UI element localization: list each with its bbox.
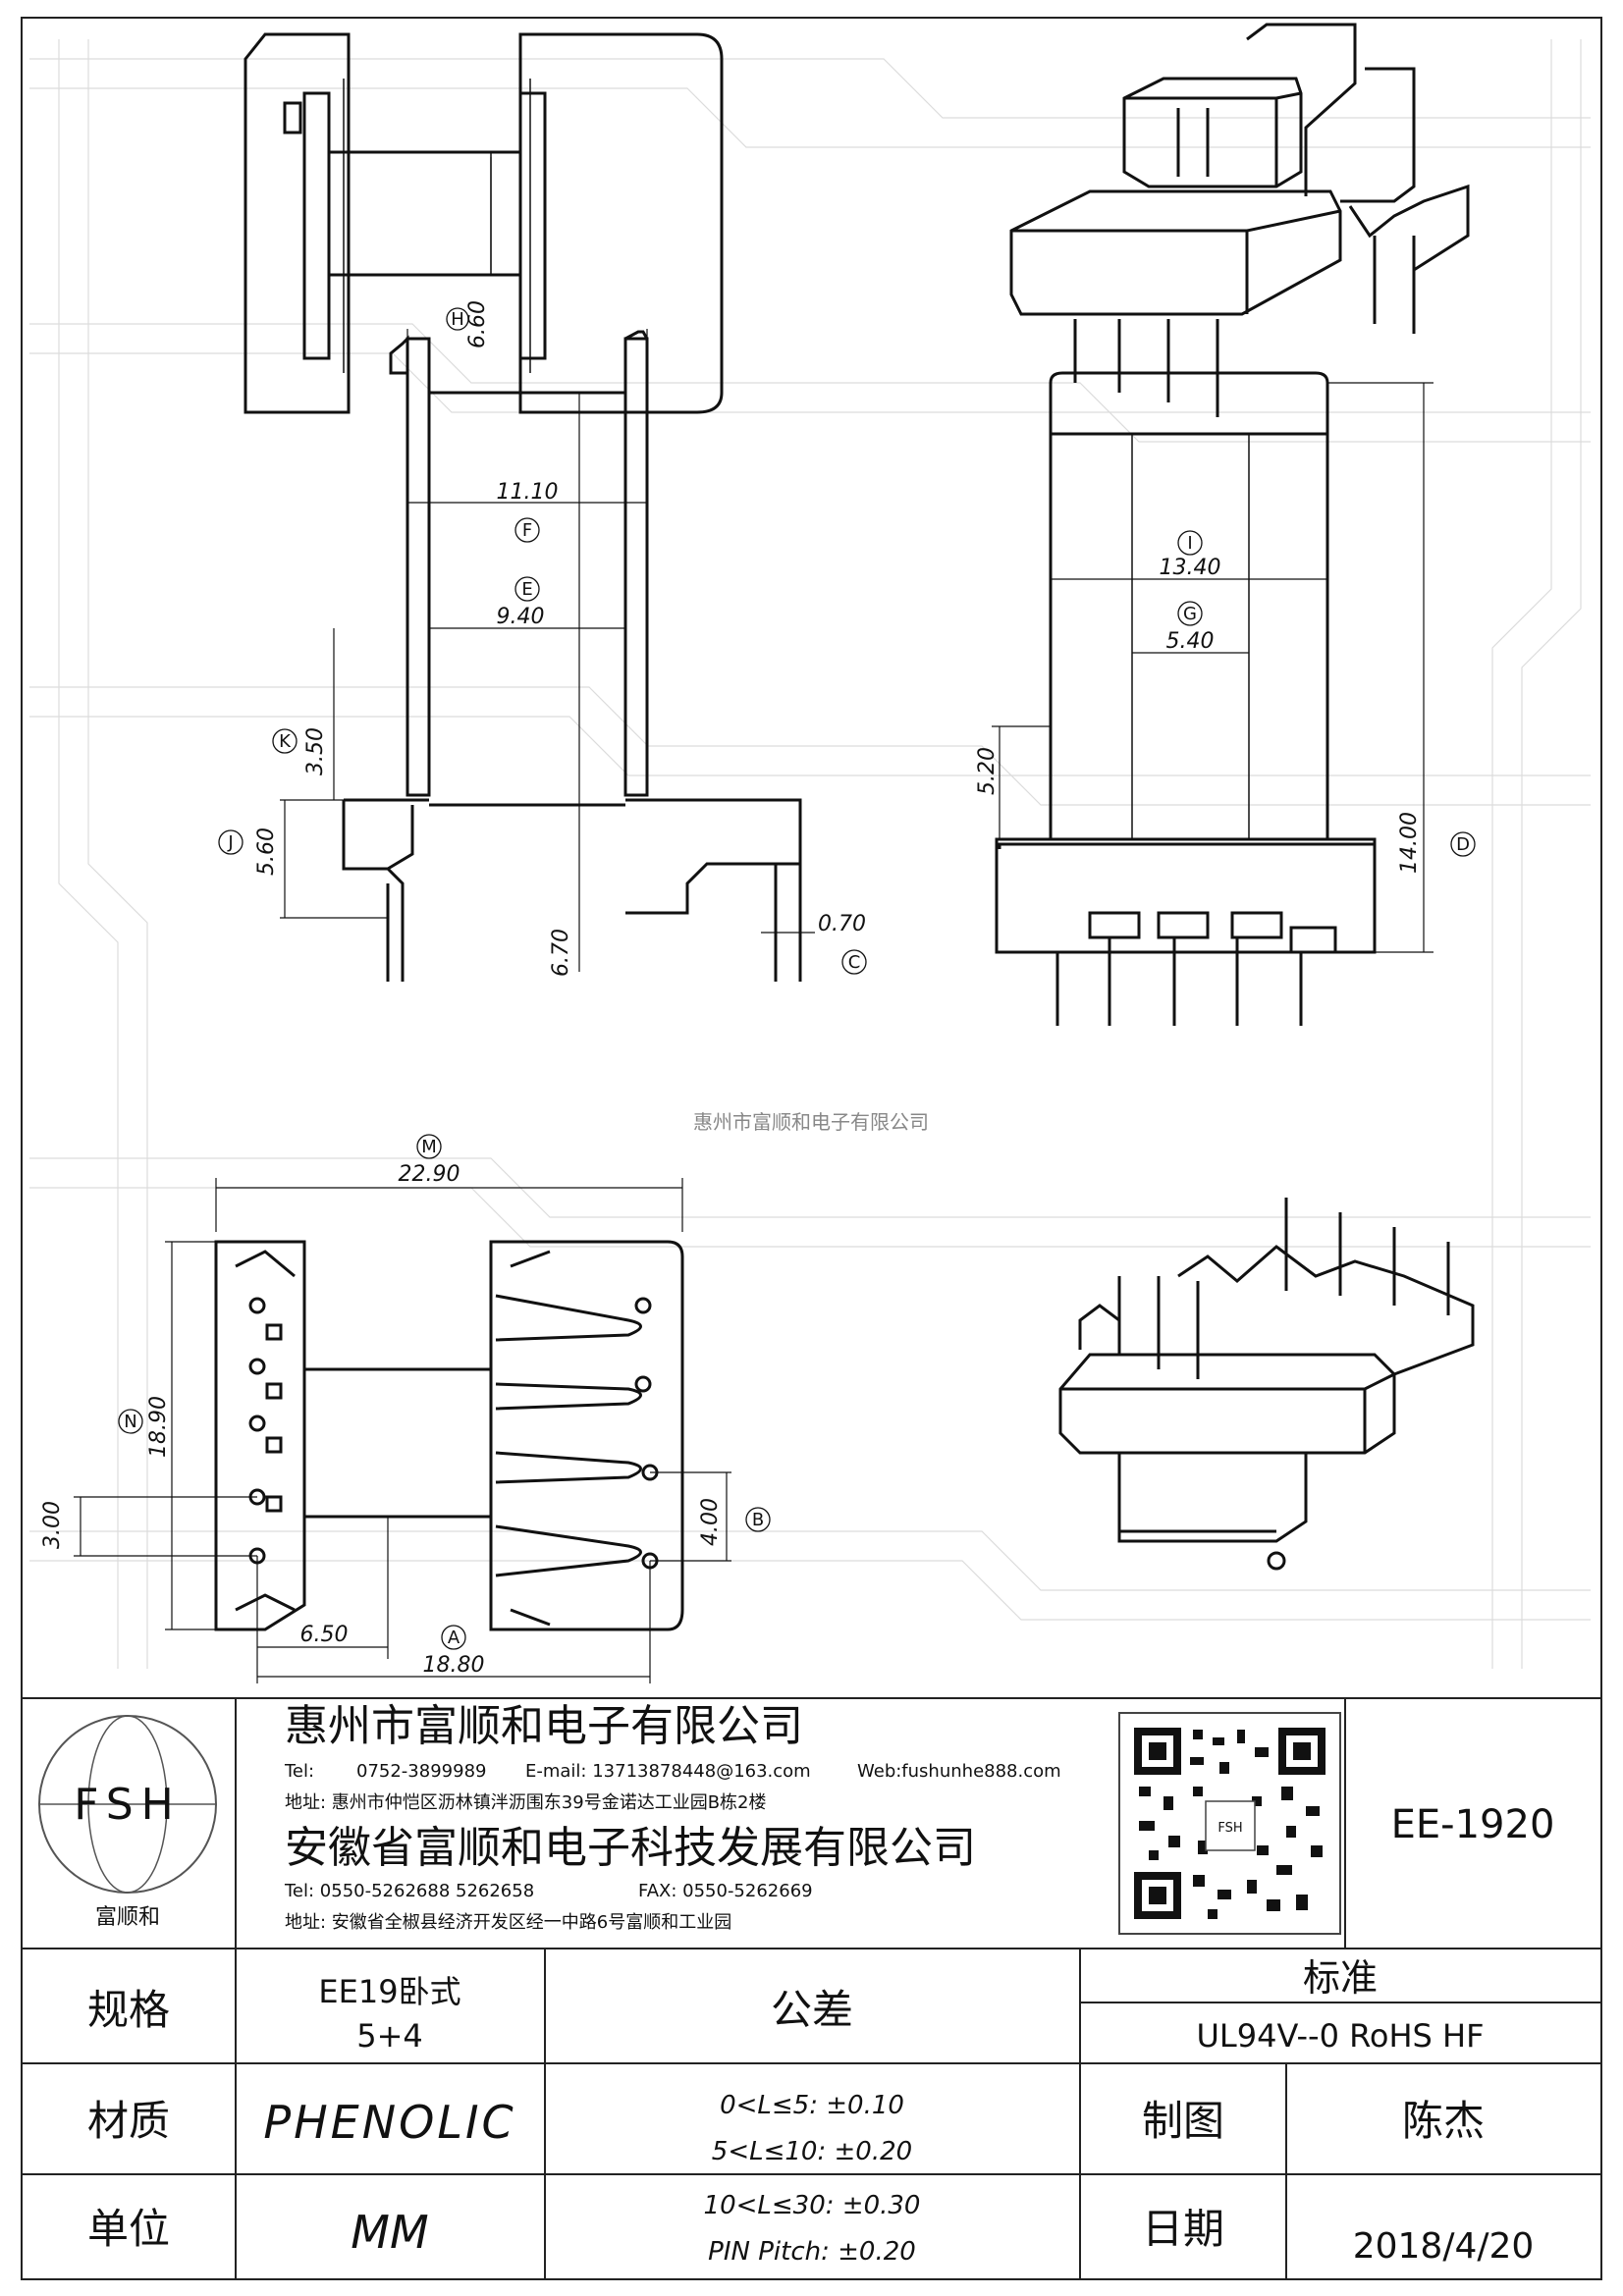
dim-I-letter: I [1187, 533, 1192, 554]
dimension-C: 0.70 C [818, 912, 867, 975]
company1-address: 地址: 惠州市仲恺区沥林镇泮沥围东39号金诺达工业园B栋2楼 [285, 1792, 767, 1813]
dim-N-value: 18.90 [146, 1396, 171, 1458]
background-trace-pattern [29, 39, 1591, 1669]
dim-300-value: 3.00 [40, 1501, 65, 1549]
dim-N-letter: N [124, 1412, 136, 1432]
company1-tel: 0752-3899989 [356, 1761, 486, 1782]
company1-name: 惠州市富顺和电子有限公司 [285, 1701, 803, 1751]
logo-caption: 富顺和 [95, 1905, 160, 1930]
dim-E-letter: E [521, 579, 532, 600]
spec-value-2: 5+4 [356, 2017, 423, 2055]
dim-E-value: 9.40 [497, 605, 545, 629]
dim-B-value: 4.00 [698, 1498, 723, 1546]
dim-J-value: 5.60 [254, 828, 279, 876]
sheet-border [21, 17, 1602, 2280]
dimension-N: N 18.90 [118, 1396, 171, 1458]
dimension-H: H 6.60 [446, 157, 492, 348]
part-number: EE-1920 [1391, 1802, 1555, 1847]
qr-center-logo: FSH [1217, 1821, 1242, 1836]
tolerance-4: PIN Pitch: ±0.20 [708, 2237, 916, 2267]
isometric-view-top [1009, 23, 1470, 417]
company1-web: Web:fushunhe888.com [857, 1761, 1061, 1782]
company2-fax: FAX: 0550-5262669 [638, 1881, 813, 1901]
dim-M-value: 22.90 [399, 1162, 460, 1187]
dim-A-value: 18.80 [423, 1653, 485, 1678]
bottom-dimensions [74, 1178, 731, 1683]
isometric-view-bottom [1058, 1198, 1475, 1571]
drawn-label: 制图 [1142, 2097, 1224, 2145]
center-watermark: 惠州市富顺和电子有限公司 [693, 1110, 929, 1134]
date-label: 日期 [1142, 2205, 1224, 2253]
dimension-J: J 5.60 [218, 828, 279, 876]
dim-C-value: 0.70 [818, 912, 866, 936]
date-value: 2018/4/20 [1353, 2226, 1535, 2267]
front-view [342, 330, 802, 982]
dim-H-letter: H [451, 309, 464, 330]
standard-value: UL94V--0 RoHS HF [1197, 2017, 1485, 2055]
spec-label: 规格 [87, 1986, 170, 2034]
title-block [21, 1697, 1602, 2280]
dim-M-letter: M [421, 1137, 437, 1157]
standard-label: 标准 [1303, 1956, 1378, 2000]
dimension-M: M 22.90 [399, 1134, 460, 1187]
dimension-K: K 3.50 [272, 727, 328, 775]
bottom-view [214, 1240, 684, 1659]
dim-670-value: 6.70 [549, 929, 573, 977]
dim-I-value: 13.40 [1160, 556, 1221, 580]
company1-email: E-mail: 13713878448@163.com [525, 1761, 811, 1782]
company2-tel: Tel: 0550-5262688 5262658 [284, 1881, 534, 1901]
dim-D-value: 14.00 [1397, 812, 1422, 874]
dimension-D: 14.00 D [1397, 812, 1476, 874]
dim-J-letter: J [227, 832, 233, 853]
dimension-A: A 18.80 [423, 1625, 485, 1678]
dim-G-letter: G [1183, 604, 1197, 624]
dim-520-value: 5.20 [975, 747, 1000, 795]
dim-650-value: 6.50 [300, 1623, 349, 1647]
company2-name: 安徽省富顺和电子科技发展有限公司 [285, 1823, 976, 1873]
tolerance-3: 10<L≤30: ±0.30 [704, 2191, 921, 2220]
dim-D-letter: D [1456, 834, 1470, 855]
spec-value-1: EE19卧式 [318, 1973, 460, 2010]
side-top-view [243, 32, 724, 414]
unit-label: 单位 [87, 2205, 170, 2253]
dim-C-letter: C [848, 952, 861, 973]
side-dimensions [992, 382, 1434, 953]
tolerance-label: 公差 [771, 1986, 853, 2034]
qr-code: FSH [1118, 1712, 1341, 1935]
dimension-G: G 5.40 [1166, 601, 1215, 654]
dimension-F: 11.10 F [497, 480, 559, 543]
dim-B-letter: B [752, 1510, 764, 1530]
tolerance-1: 0<L≤5: ±0.10 [720, 2091, 904, 2120]
drawn-value: 陈杰 [1402, 2097, 1485, 2145]
company1-tel-label: Tel: [284, 1761, 314, 1782]
dim-H-value: 6.60 [465, 300, 490, 348]
dim-K-letter: K [279, 731, 292, 752]
dimension-I: I 13.40 [1160, 530, 1221, 580]
dim-G-value: 5.40 [1166, 629, 1215, 654]
material-value: PHENOLIC [263, 2096, 515, 2149]
dim-F-value: 11.10 [497, 480, 559, 505]
logo-letters: FSH [74, 1780, 182, 1830]
dim-A-letter: A [448, 1628, 460, 1648]
dim-F-letter: F [522, 520, 532, 541]
dim-K-value: 3.50 [303, 727, 328, 775]
tolerance-2: 5<L≤10: ±0.20 [712, 2137, 912, 2166]
company2-address: 地址: 安徽省全椒县经济开发区经一中路6号富顺和工业园 [285, 1912, 731, 1933]
material-label: 材质 [87, 2097, 170, 2145]
unit-value: MM [351, 2206, 428, 2259]
front-dimensions [280, 329, 815, 934]
dimension-E: E 9.40 [497, 576, 545, 629]
dimension-B: 4.00 B [698, 1498, 771, 1546]
fsh-logo: FSH 富顺和 [38, 1715, 217, 1930]
side-view [995, 371, 1377, 1026]
